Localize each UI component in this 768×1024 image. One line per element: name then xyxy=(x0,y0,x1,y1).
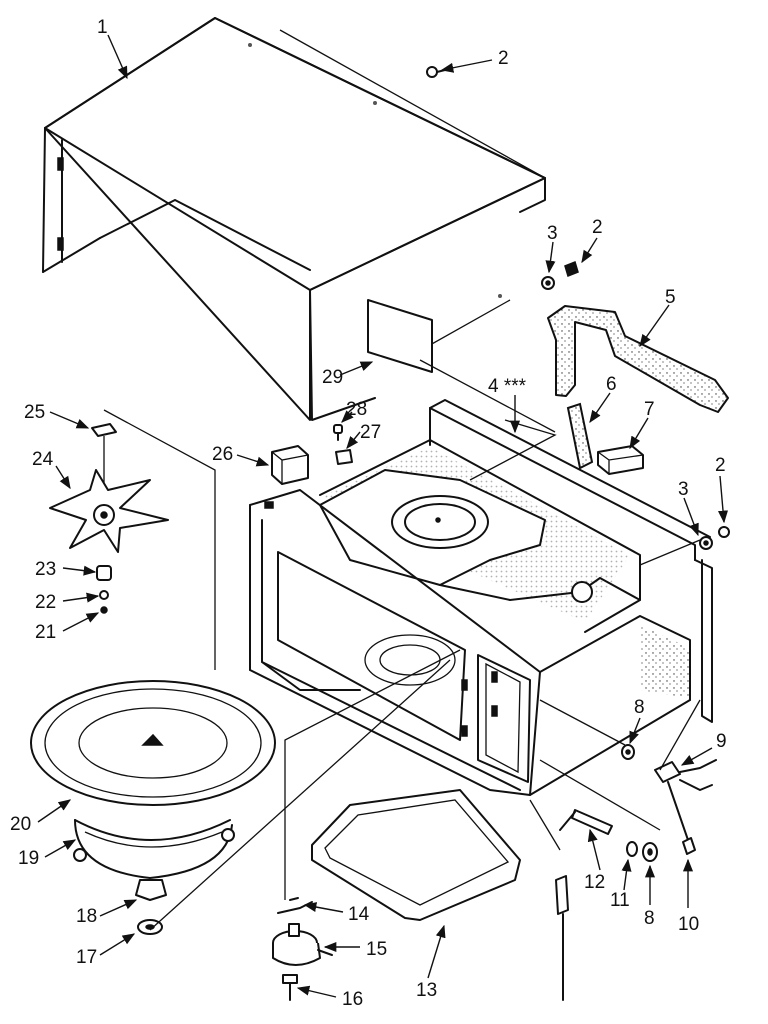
callout-2b: 2 xyxy=(592,217,603,238)
coupler xyxy=(135,879,167,901)
callout-5: 5 xyxy=(665,287,676,308)
callout-17: 17 xyxy=(76,947,97,968)
probe-washers xyxy=(626,841,658,862)
callout-28: 28 xyxy=(346,399,367,420)
oven-cavity-chassis xyxy=(249,399,713,796)
washer-and-screw-upper xyxy=(541,260,579,290)
motor-screw xyxy=(282,974,298,1001)
callout-11: 11 xyxy=(610,890,630,911)
spacer-block xyxy=(597,445,644,475)
glass-turntable xyxy=(30,680,276,806)
callout-16: 16 xyxy=(342,989,363,1010)
callout-1: 1 xyxy=(97,17,108,38)
callout-23: 23 xyxy=(35,559,56,580)
callout-18: 18 xyxy=(76,906,97,927)
callout-4: 4 *** xyxy=(488,376,527,397)
callout-8a: 8 xyxy=(634,697,645,718)
turntable-motor xyxy=(272,923,333,966)
callout-9: 9 xyxy=(716,731,727,752)
callout-2c: 2 xyxy=(715,455,726,476)
fuse-clip-and-screw xyxy=(333,424,353,465)
insulator-block xyxy=(271,445,309,485)
alignment-lines xyxy=(149,359,701,931)
callout-12: 12 xyxy=(584,872,605,893)
callout-25: 25 xyxy=(24,402,45,423)
callout-14: 14 xyxy=(348,904,370,925)
callout-3b: 3 xyxy=(678,479,689,500)
callout-13: 13 xyxy=(416,980,437,1001)
callout-27: 27 xyxy=(360,422,381,443)
callout-29: 29 xyxy=(322,367,343,388)
callout-8b: 8 xyxy=(644,908,655,929)
leader-arrows xyxy=(37,34,729,998)
callout-19: 19 xyxy=(18,848,39,869)
callout-21: 21 xyxy=(35,622,56,643)
top-screw xyxy=(426,66,446,78)
choke-piece xyxy=(566,402,594,470)
thermal-cutout xyxy=(654,759,717,855)
callout-labels: 1 2 2 2 3 3 4 *** 5 6 7 8 8 9 10 11 12 1… xyxy=(10,17,727,1010)
roller-ring xyxy=(73,819,235,879)
callout-22: 22 xyxy=(35,592,56,613)
outer-cabinet xyxy=(42,17,546,421)
upper-washer xyxy=(621,744,635,760)
label-plate xyxy=(367,299,433,373)
thermal-probe xyxy=(555,809,613,1001)
callout-24: 24 xyxy=(32,449,54,470)
callout-26: 26 xyxy=(212,444,233,465)
callout-15: 15 xyxy=(366,939,387,960)
door-gasket-strip xyxy=(547,305,729,413)
callout-2a: 2 xyxy=(498,48,509,69)
callout-3a: 3 xyxy=(547,223,558,244)
washer-and-screw-lower xyxy=(699,526,730,550)
callout-7: 7 xyxy=(644,399,655,420)
callout-20: 20 xyxy=(10,814,31,835)
fan-assembly xyxy=(49,409,216,670)
callout-10: 10 xyxy=(678,914,699,935)
bottom-plate-frame xyxy=(311,789,521,921)
callout-6: 6 xyxy=(606,374,617,395)
